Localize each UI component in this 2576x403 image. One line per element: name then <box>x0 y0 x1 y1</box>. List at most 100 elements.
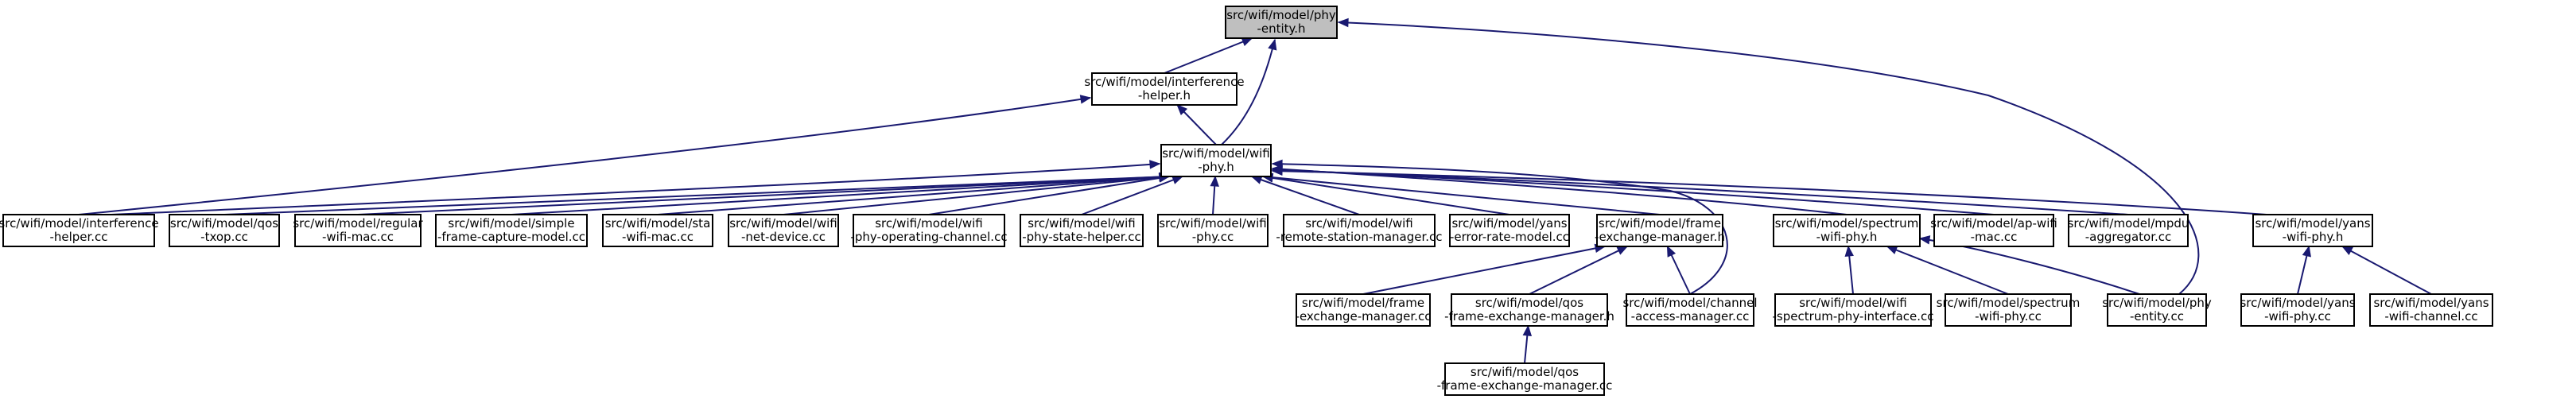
node-label-line: -txop.cc <box>200 230 248 244</box>
node-label-line: -helper.cc <box>49 230 107 244</box>
node-yans_h[interactable]: src/wifi/model/yans-wifi-phy.h <box>2252 214 2373 247</box>
arrowhead-cam-to-fem_h <box>1666 245 1677 258</box>
edge-qos_txop-to-wifiphy <box>223 176 1170 215</box>
edge-rsm-to-wifiphy <box>1251 176 1360 215</box>
node-box <box>2369 293 2493 327</box>
node-box <box>602 214 713 247</box>
edge-fem_cc-to-fem_h <box>1362 246 1606 295</box>
node-label-line: -access-manager.cc <box>1631 309 1750 324</box>
node-sta[interactable]: src/wifi/model/sta-wifi-mac.cc <box>602 214 713 247</box>
node-label-line: -remote-station-manager.cc <box>1276 230 1442 244</box>
node-label-line: -phy-operating-channel.cc <box>850 230 1007 244</box>
edge-sta-to-wifiphy <box>657 176 1170 215</box>
node-box <box>1091 72 1237 106</box>
node-ap[interactable]: src/wifi/model/ap-wifi-mac.cc <box>1930 214 2057 247</box>
node-label-line: src/wifi/model/phy <box>2102 296 2212 310</box>
arrowhead-pe_cc-to-root <box>1337 17 1349 28</box>
node-root: src/wifi/model/phy-entity.h <box>1225 6 1338 39</box>
node-psh[interactable]: src/wifi/model/wifi-phy-state-helper.cc <box>1020 214 1144 247</box>
node-qfem_h[interactable]: src/wifi/model/qos-frame-exchange-manage… <box>1444 293 1614 327</box>
node-box <box>2068 214 2189 247</box>
node-label-line: src/wifi/model/interference <box>1084 75 1244 89</box>
node-label-line: -entity.cc <box>2130 309 2184 324</box>
node-label-line: -mac.cc <box>1971 230 2018 244</box>
node-yerm[interactable]: src/wifi/model/yans-error-rate-model.cc <box>1449 214 1570 247</box>
node-label-line: src/wifi/model/yans <box>2373 296 2489 310</box>
arrowhead-qfem_cc-to-qfem_h <box>1522 324 1533 336</box>
node-box <box>2107 293 2207 327</box>
arrowhead-ih_h-to-root <box>1241 37 1253 46</box>
edge-netdev-to-wifiphy <box>783 176 1170 215</box>
node-cam[interactable]: src/wifi/model/channel-access-manager.cc <box>1622 293 1758 327</box>
node-label-line: src/wifi/model/frame <box>1302 296 1424 310</box>
node-label-line: src/wifi/model/regular <box>293 216 423 231</box>
node-box <box>1444 362 1605 396</box>
node-label-line: src/wifi/model/spectrum <box>1937 296 2081 310</box>
node-label-line: -phy.h <box>1198 160 1234 174</box>
node-fem_h[interactable]: src/wifi/model/frame-exchange-manager.h <box>1595 214 1725 247</box>
node-box <box>1451 293 1608 327</box>
node-label-line: -helper.h <box>1138 88 1191 103</box>
node-label-line: src/wifi/model/qos <box>1475 296 1583 310</box>
node-label-line: -exchange-manager.cc <box>1296 309 1432 324</box>
node-label-line: -error-rate-model.cc <box>1450 230 1569 244</box>
node-label-line: src/wifi/model/yans <box>1451 216 1567 231</box>
node-label-line: -phy.cc <box>1192 230 1234 244</box>
node-box <box>1773 214 1921 247</box>
node-label-line: src/wifi/model/yans <box>2240 296 2355 310</box>
node-label-line: -frame-exchange-manager.cc <box>1437 378 1613 393</box>
node-label-line: src/wifi/model/simple <box>448 216 574 231</box>
node-label-line: -wifi-mac.cc <box>622 230 694 244</box>
node-netdev[interactable]: src/wifi/model/wifi-net-device.cc <box>728 214 839 247</box>
node-label-line: -aggregator.cc <box>2085 230 2172 244</box>
node-ywc_cc[interactable]: src/wifi/model/yans-wifi-channel.cc <box>2369 293 2493 327</box>
node-box <box>1449 214 1570 247</box>
node-wphycc[interactable]: src/wifi/model/wifi-phy.cc <box>1157 214 1269 247</box>
node-opchan[interactable]: src/wifi/model/wifi-phy-operating-channe… <box>850 214 1008 247</box>
node-label-line: -wifi-mac.cc <box>322 230 394 244</box>
node-box <box>1157 214 1269 247</box>
node-simple[interactable]: src/wifi/model/simple-frame-capture-mode… <box>435 214 588 247</box>
node-ih_cc[interactable]: src/wifi/model/interference-helper.cc <box>0 214 159 247</box>
node-box <box>1626 293 1754 327</box>
node-rsm[interactable]: src/wifi/model/wifi-remote-station-manag… <box>1276 214 1443 247</box>
arrowhead-ywc_cc-to-yans_h <box>2341 246 2353 255</box>
node-spi[interactable]: src/wifi/model/wifi-spectrum-phy-interfa… <box>1772 293 1934 327</box>
edge-ih_cc-to-wifiphy <box>111 163 1160 215</box>
node-qfem_cc[interactable]: src/wifi/model/qos-frame-exchange-manage… <box>1437 362 1613 396</box>
node-label-line: src/wifi/model/wifi <box>1159 216 1267 231</box>
node-label-line: src/wifi/model/interference <box>0 216 159 231</box>
node-box <box>728 214 839 247</box>
node-mpdu[interactable]: src/wifi/model/mpdu-aggregator.cc <box>2068 214 2189 247</box>
arrowhead-swp_cc-to-sp_h <box>1886 246 1898 254</box>
node-sp_h[interactable]: src/wifi/model/spectrum-wifi-phy.h <box>1773 214 1921 247</box>
node-box <box>1283 214 1436 247</box>
node-qos_txop[interactable]: src/wifi/model/qos-txop.cc <box>169 214 280 247</box>
node-label-line: -wifi-phy.cc <box>1975 309 2042 324</box>
node-box <box>1933 214 2054 247</box>
node-pe_cc[interactable]: src/wifi/model/phy-entity.cc <box>2102 293 2212 327</box>
arrowhead-wifiphy-to-root <box>1268 38 1277 51</box>
arrowhead-qfem_h-to-fem_h <box>1616 246 1629 255</box>
edge-ih_cc-to-ih_h <box>78 97 1091 215</box>
node-box <box>2252 214 2373 247</box>
node-wifiphy[interactable]: src/wifi/model/wifi-phy.h <box>1160 144 1272 177</box>
edge-fem_h-to-wifiphy <box>1262 176 1661 215</box>
node-ih_h[interactable]: src/wifi/model/interference-helper.h <box>1084 72 1245 106</box>
node-label-line: -phy-state-helper.cc <box>1022 230 1141 244</box>
node-swp_cc[interactable]: src/wifi/model/spectrum-wifi-phy.cc <box>1937 293 2081 327</box>
edge-pe_cc-to-root <box>1338 21 2200 295</box>
node-regular[interactable]: src/wifi/model/regular-wifi-mac.cc <box>293 214 423 247</box>
node-label-line: src/wifi/model/channel <box>1622 296 1757 310</box>
node-ywp_cc[interactable]: src/wifi/model/yans-wifi-phy.cc <box>2240 293 2356 327</box>
node-label-line: src/wifi/model/mpdu <box>2068 216 2189 231</box>
edge-ih_h-to-root <box>1164 37 1253 74</box>
node-fem_cc[interactable]: src/wifi/model/frame-exchange-manager.cc <box>1296 293 1432 327</box>
node-box <box>1945 293 2072 327</box>
arrowhead-yans_h-to-wifiphy <box>1271 166 1283 176</box>
arrowhead-pe_cc-to-sp_h <box>1918 235 1931 245</box>
edge-yans_h-to-wifiphy <box>1272 170 2267 215</box>
node-label-line: src/wifi/model/spectrum <box>1775 216 1919 231</box>
node-box <box>2 214 155 247</box>
node-label-line: src/wifi/model/yans <box>2255 216 2370 231</box>
